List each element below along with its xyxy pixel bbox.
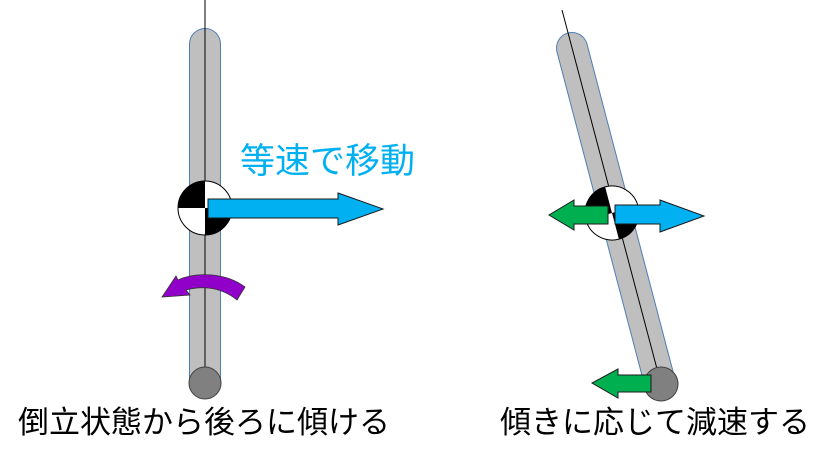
velocity-arrow (207, 192, 385, 226)
left-caption: 倒立状態から後ろに傾ける (18, 405, 390, 441)
right-velocity-arrow (614, 199, 706, 233)
constant-velocity-label: 等速で移動 (240, 142, 416, 182)
left-pendulum (161, 0, 385, 400)
right-caption: 傾きに応じて減速する (500, 405, 810, 441)
wheel-deceleration-arrow (590, 368, 652, 399)
right-pendulum (548, 9, 706, 402)
rotation-arrow (161, 274, 246, 301)
left-wheel (188, 366, 222, 400)
com-deceleration-arrow (548, 199, 609, 231)
